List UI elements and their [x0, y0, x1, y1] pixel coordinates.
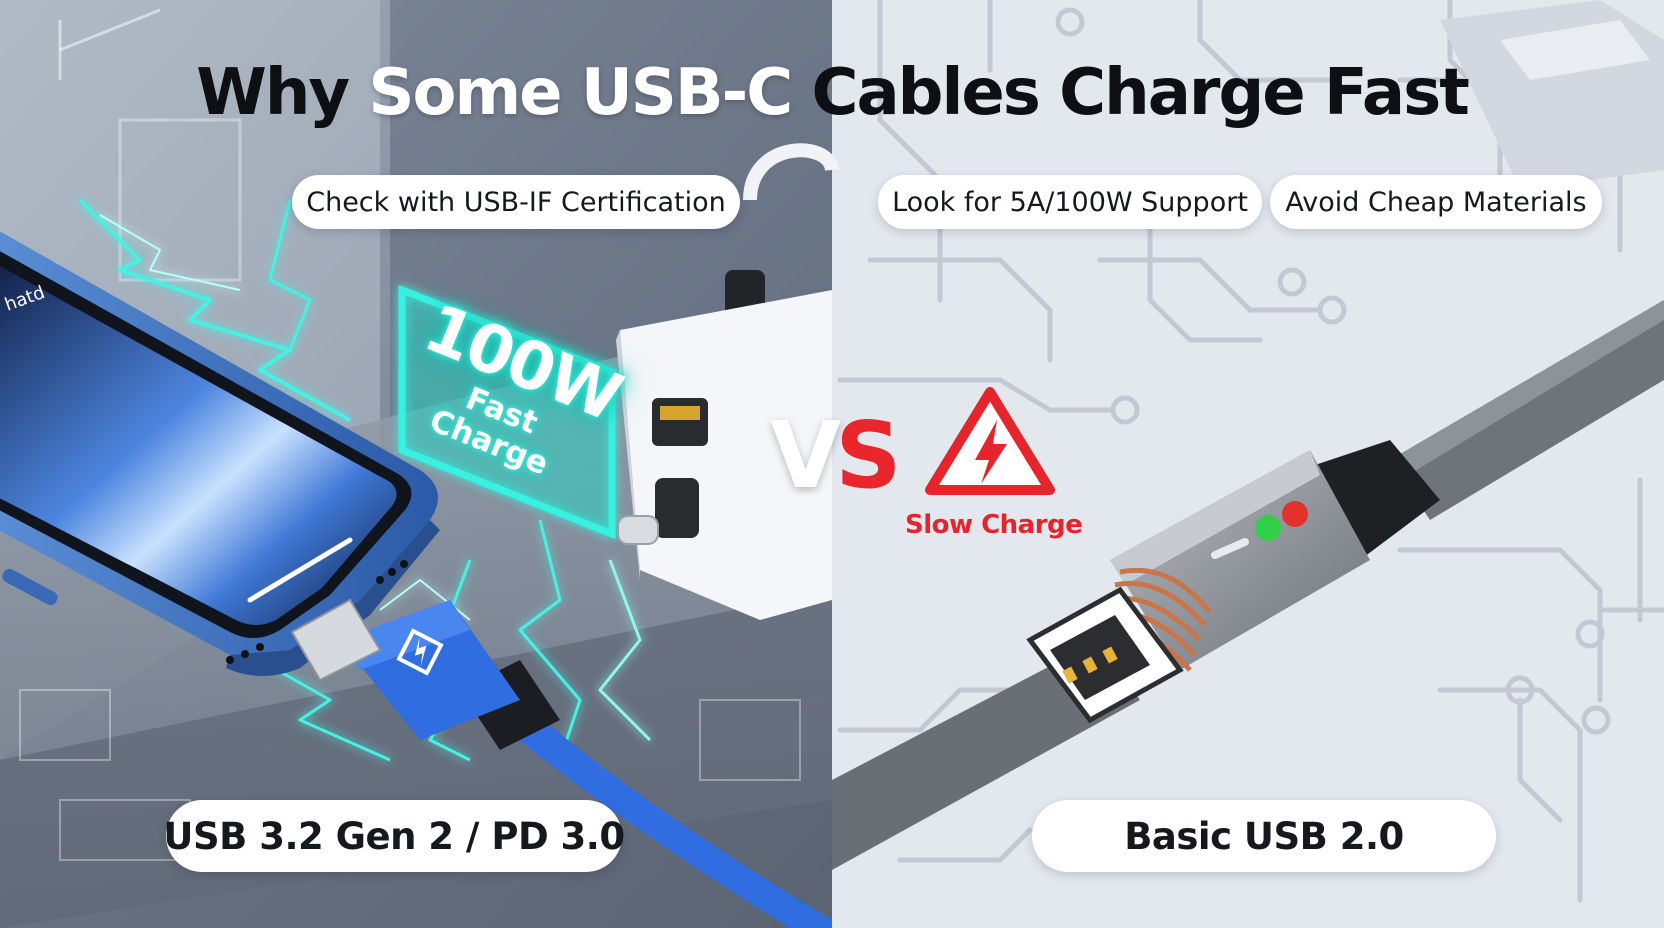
- smartphone: [0, 231, 440, 676]
- title-word-usbc: Some USB-C: [368, 56, 793, 130]
- fast-cable: [290, 598, 832, 928]
- wall-charger: [616, 143, 839, 620]
- versus-v: V: [770, 402, 841, 509]
- slow-cable-spec: Basic USB 2.0: [1032, 800, 1496, 872]
- versus-label: VS: [770, 410, 901, 502]
- certification-tip: Check with USB-IF Certification: [292, 175, 740, 229]
- title-word-rest: Cables Charge Fast: [811, 56, 1469, 130]
- title-word-why: Why: [196, 56, 350, 130]
- slow-charge-label: Slow Charge: [905, 510, 1083, 540]
- materials-tip: Avoid Cheap Materials: [1270, 175, 1602, 229]
- page-title: Why Some USB-C Cables Charge Fast: [0, 58, 1664, 128]
- circuit-traces: [837, 0, 1664, 903]
- slow-cable: [832, 300, 1664, 870]
- fast-cable-spec: USB 3.2 Gen 2 / PD 3.0: [163, 800, 625, 872]
- warning-triangle-icon: [925, 387, 1055, 495]
- support-tip: Look for 5A/100W Support: [878, 175, 1262, 229]
- versus-s: S: [835, 402, 901, 509]
- lightning-icon: [396, 628, 444, 676]
- 100w-badge: [398, 284, 616, 540]
